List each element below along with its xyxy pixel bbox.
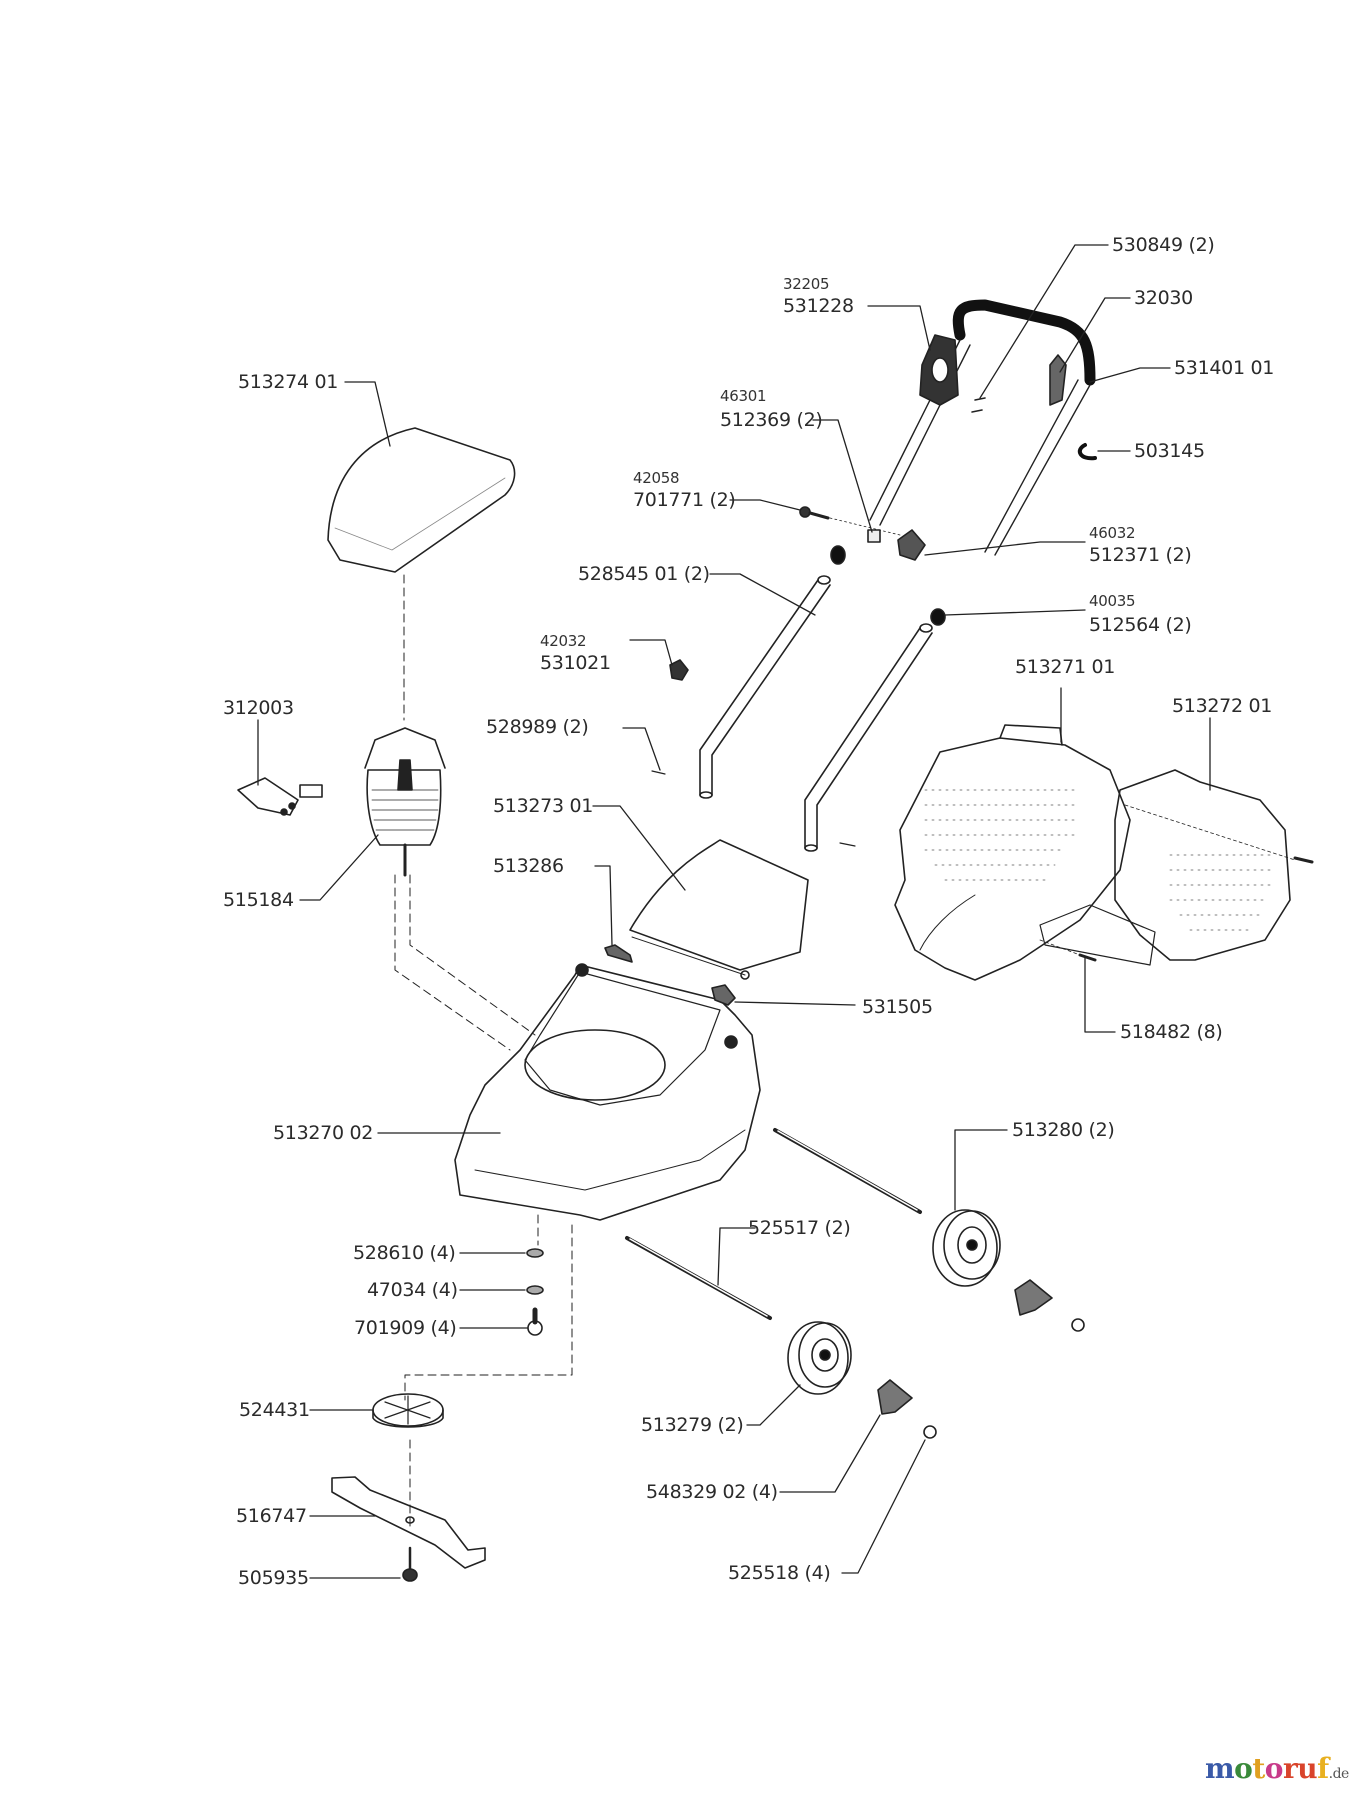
nut-531021 xyxy=(669,659,689,681)
leader-lines xyxy=(257,244,1211,1579)
part-label: 515184 xyxy=(223,889,294,911)
part-label: 513272 01 xyxy=(1172,695,1273,717)
wheel-nut-front xyxy=(923,1425,937,1439)
logo-letter: f xyxy=(1317,1752,1329,1785)
part-label: 516747 xyxy=(236,1505,307,1527)
part-label: 701771 (2) xyxy=(633,489,736,511)
blade-516747 xyxy=(331,1476,486,1569)
logo-suffix: .de xyxy=(1328,1766,1350,1782)
fan-524431 xyxy=(372,1393,444,1428)
clip-503145 xyxy=(1077,443,1097,461)
bolt-701771 xyxy=(799,506,901,536)
wheel-knob-rear xyxy=(1014,1279,1053,1316)
part-label: 531505 xyxy=(862,996,933,1018)
part-label: 528610 (4) xyxy=(353,1242,456,1264)
part-label: 528989 (2) xyxy=(486,716,589,738)
lower-handle-tube-right xyxy=(804,623,933,852)
part-label: 518482 (8) xyxy=(1120,1021,1223,1043)
part-label: 513270 02 xyxy=(273,1122,374,1144)
handle-bar xyxy=(869,299,1096,556)
part-label: 525518 (4) xyxy=(728,1562,831,1584)
bolt-701909 xyxy=(527,1307,543,1336)
logo-letter: o xyxy=(1264,1752,1284,1785)
mower-deck xyxy=(454,963,761,1221)
cable-clip xyxy=(1049,354,1067,406)
part-label: 513279 (2) xyxy=(641,1414,744,1436)
part-label: 531228 xyxy=(783,295,854,317)
part-label: 512369 (2) xyxy=(720,409,823,431)
washer-47034 xyxy=(526,1285,544,1295)
wheel-513279 xyxy=(787,1321,852,1395)
part-label: 512371 (2) xyxy=(1089,544,1192,566)
part-label: 503145 xyxy=(1134,440,1205,462)
motor xyxy=(364,727,446,877)
hinge-513286 xyxy=(604,944,633,963)
part-label: 701909 (4) xyxy=(354,1317,457,1339)
logo-letter: r xyxy=(1282,1752,1298,1785)
part-label: 531021 xyxy=(540,652,611,674)
hinge-531505 xyxy=(711,984,736,1006)
part-label: 513274 01 xyxy=(238,371,339,393)
part-label: 513280 (2) xyxy=(1012,1119,1115,1141)
part-ref: 42032 xyxy=(540,632,587,650)
nut-512369 xyxy=(867,529,881,543)
motoruf-logo: motoruf.de xyxy=(1205,1752,1349,1785)
part-label: 32030 xyxy=(1134,287,1193,309)
part-label: 531401 01 xyxy=(1174,357,1275,379)
wheel-knob-front xyxy=(877,1379,913,1415)
wheel-nut-rear xyxy=(1071,1318,1085,1332)
part-ref: 40035 xyxy=(1089,592,1136,610)
part-label: 513271 01 xyxy=(1015,656,1116,678)
part-label: 312003 xyxy=(223,697,294,719)
wheel-513280 xyxy=(932,1209,1001,1287)
logo-letter: m xyxy=(1205,1752,1235,1785)
grass-bag-vents xyxy=(924,789,1271,931)
blade-bolt-505935 xyxy=(402,1546,418,1582)
spring-1 xyxy=(830,545,846,565)
rear-flap xyxy=(629,839,809,980)
logo-letter: o xyxy=(1234,1752,1253,1785)
grass-bag-frame xyxy=(894,724,1131,981)
part-ref: 46032 xyxy=(1089,524,1136,542)
part-ref: 46301 xyxy=(720,387,767,405)
switch-box xyxy=(919,334,959,406)
part-label: 505935 xyxy=(238,1567,309,1589)
part-label: 513273 01 xyxy=(493,795,594,817)
part-ref: 42058 xyxy=(633,469,680,487)
grass-bag-base xyxy=(1039,769,1314,966)
capacitor xyxy=(237,777,323,816)
part-label: 525517 (2) xyxy=(748,1217,851,1239)
knob-512371 xyxy=(897,529,926,561)
logo-letter: t xyxy=(1252,1752,1265,1785)
logo-letter: u xyxy=(1297,1752,1318,1785)
part-ref: 32205 xyxy=(783,275,830,293)
part-label: 530849 (2) xyxy=(1112,234,1215,256)
motor-cover xyxy=(327,427,516,573)
washer-528610 xyxy=(526,1248,544,1258)
part-label: 512564 (2) xyxy=(1089,614,1192,636)
part-label: 47034 (4) xyxy=(367,1279,458,1301)
spring-512564 xyxy=(930,608,946,626)
part-label: 548329 02 (4) xyxy=(646,1481,778,1503)
lower-handle-tube-left xyxy=(699,575,831,799)
part-label: 513286 xyxy=(493,855,564,877)
part-label: 528545 01 (2) xyxy=(578,563,710,585)
part-label: 524431 xyxy=(239,1399,310,1421)
